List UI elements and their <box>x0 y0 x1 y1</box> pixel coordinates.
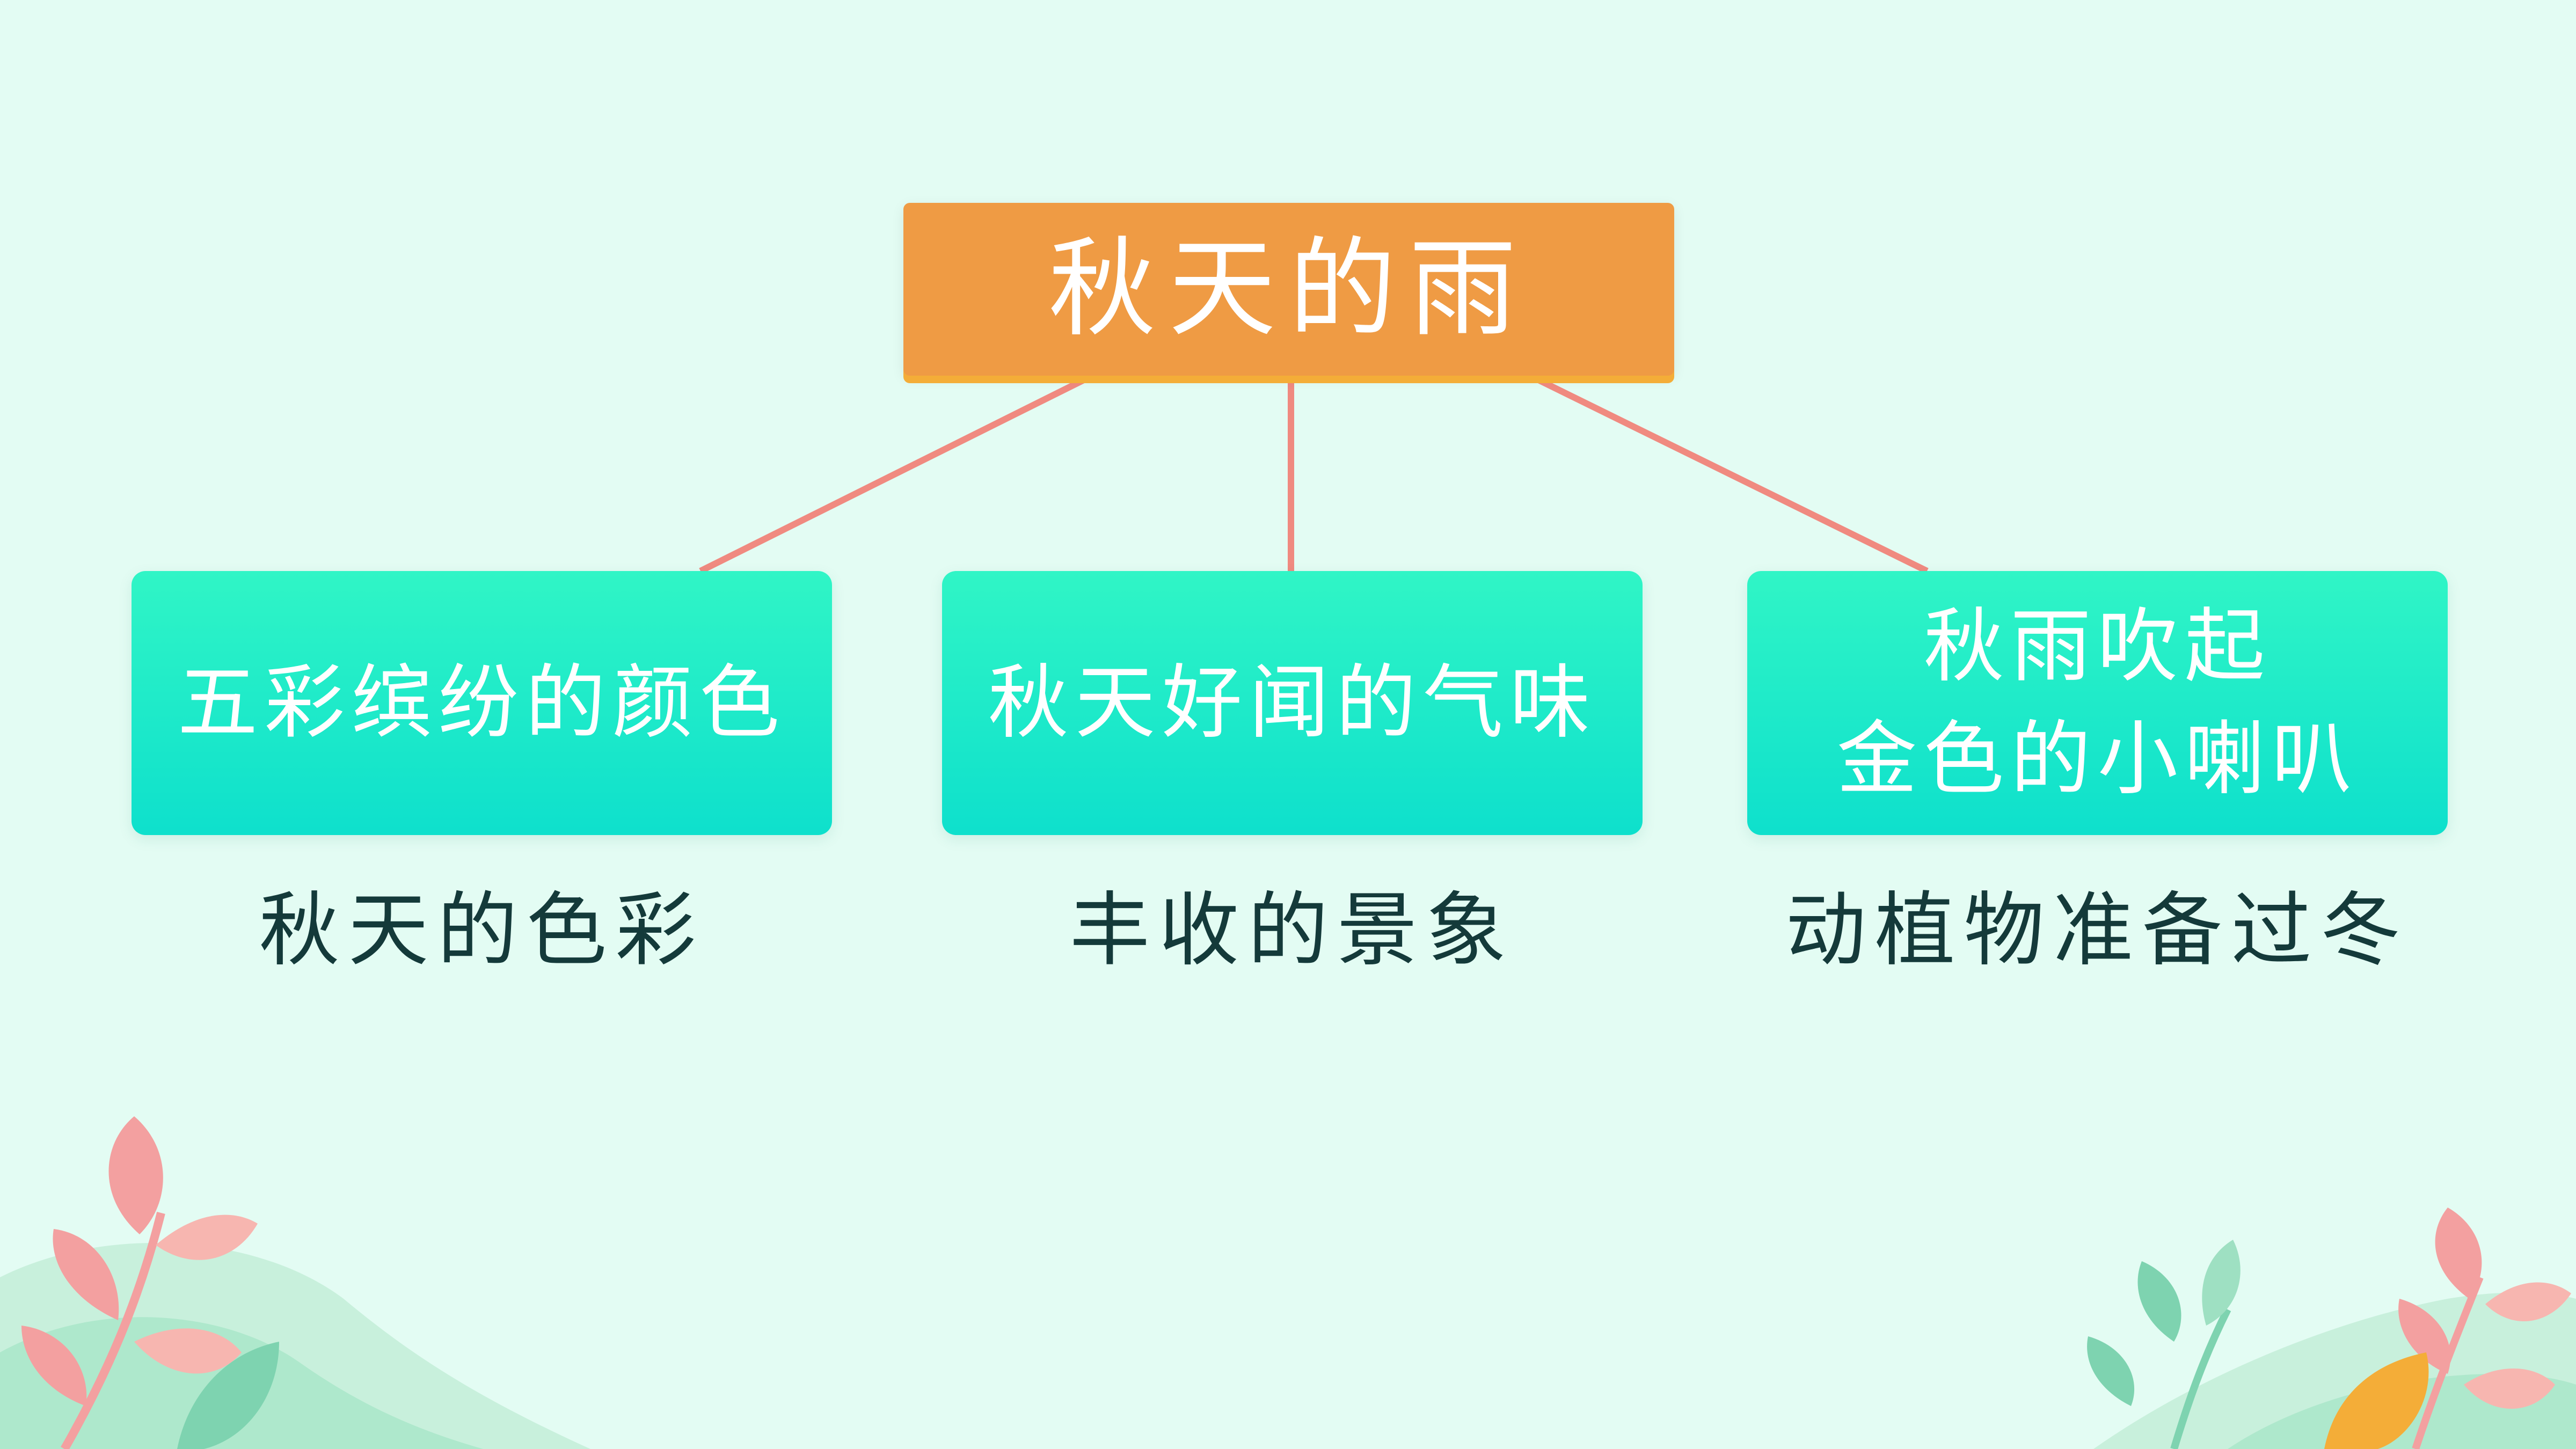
caption-harvest: 丰收的景象 <box>1069 883 1515 977</box>
branch-label: 五彩缤纷的颜色 <box>177 656 786 750</box>
branch-label: 秋天好闻的气味 <box>988 656 1597 750</box>
branch-node-colors: 五彩缤纷的颜色 <box>132 571 832 835</box>
branch-label-line-2: 金色的小喇叭 <box>1836 713 2359 806</box>
caption-colors: 秋天的色彩 <box>259 883 705 977</box>
root-label: 秋天的雨 <box>1048 226 1529 352</box>
root-node: 秋天的雨 <box>903 203 1674 376</box>
branch-node-smell: 秋天好闻的气味 <box>942 571 1643 835</box>
branch-node-trumpet: 秋雨吹起 金色的小喇叭 <box>1747 571 2448 835</box>
caption-winter: 动植物准备过冬 <box>1785 883 2410 977</box>
connector-right <box>1528 372 1929 574</box>
connector-left <box>699 372 1094 574</box>
branch-label-line-1: 秋雨吹起 <box>1923 600 2272 693</box>
